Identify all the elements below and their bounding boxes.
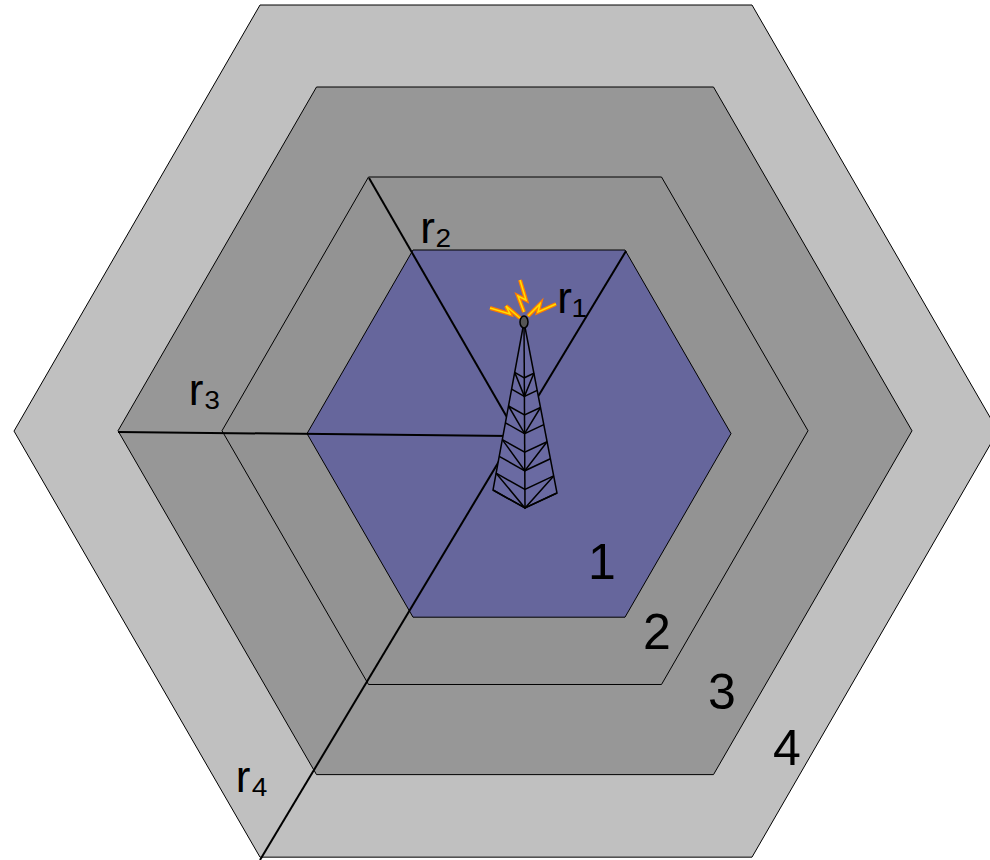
band-number: 2 <box>643 607 671 657</box>
tower-brace <box>509 406 541 434</box>
hexagon-fill <box>307 250 731 617</box>
tower-rung <box>502 440 547 453</box>
hexagon-fill <box>14 5 990 857</box>
antenna-tower <box>493 316 557 508</box>
signal-bolt <box>518 280 526 312</box>
signal-bolt <box>528 304 556 316</box>
coverage-band: 1 <box>307 250 731 617</box>
signal-bolt <box>518 280 526 312</box>
band-number: 1 <box>588 537 616 587</box>
tower-rung <box>499 456 550 470</box>
radius-label: r₄ <box>236 755 269 799</box>
tower-lattice <box>493 372 557 508</box>
tower-body <box>493 322 557 508</box>
radius-line <box>516 251 626 433</box>
coverage-band: 4321 <box>14 5 990 857</box>
tower-rung <box>496 473 554 489</box>
coverage-band: 321 <box>118 87 912 775</box>
radius-label: r₂ <box>420 206 452 250</box>
tower-rung <box>509 406 541 415</box>
signal-bolt <box>490 306 520 318</box>
tower-edge <box>524 322 525 508</box>
coverage-band: 21 <box>222 177 808 684</box>
tower-rung <box>512 389 538 396</box>
tower-brace <box>496 473 554 508</box>
tower-rung <box>493 490 557 508</box>
tower-brace <box>502 440 547 471</box>
hexagon-outline <box>307 250 731 617</box>
tower-brace <box>515 372 534 396</box>
tower-rung <box>505 423 543 434</box>
hexagon-fill <box>118 87 912 775</box>
radius-label: r₃ <box>189 368 222 412</box>
radius-label: r₁ <box>557 276 587 320</box>
signal-bolt <box>490 306 520 318</box>
signal-bolts <box>490 280 556 318</box>
signal-bolt <box>528 304 556 316</box>
tower-rung <box>515 372 534 377</box>
hexagon-fill <box>222 177 808 684</box>
radius-line <box>118 432 516 436</box>
radius-line <box>369 178 516 433</box>
band-number: 4 <box>773 723 801 773</box>
band-number: 3 <box>708 667 736 717</box>
radius-line <box>260 433 516 860</box>
antenna-tip <box>520 316 528 328</box>
